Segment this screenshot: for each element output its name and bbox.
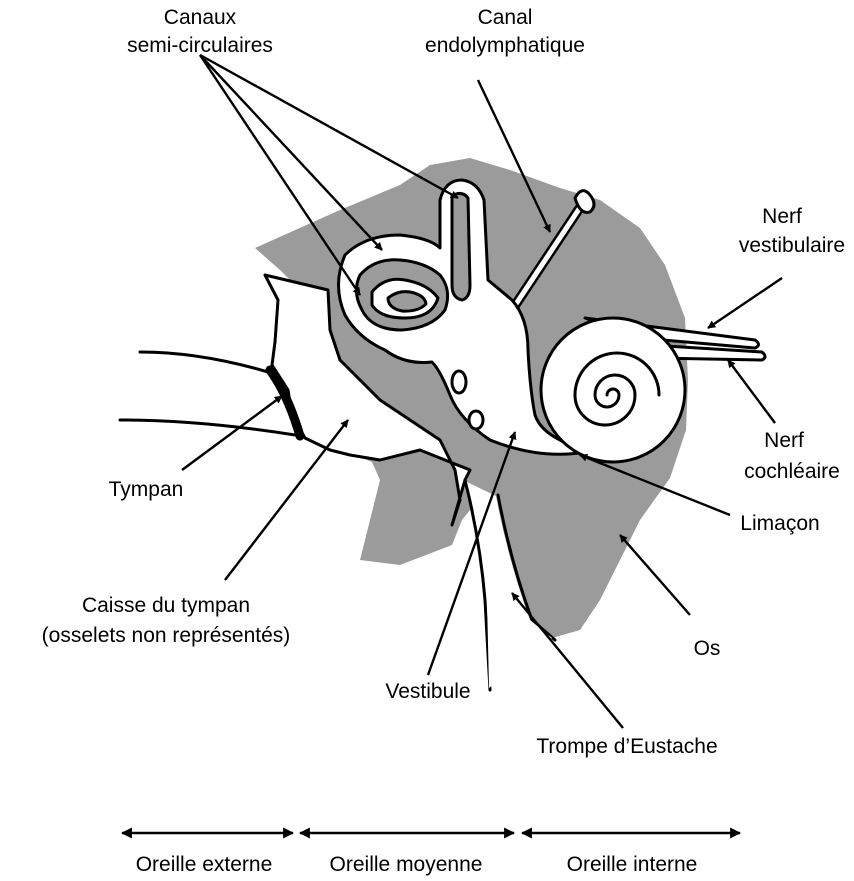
arrow-tympan	[182, 396, 282, 470]
arrow-caisse	[225, 420, 348, 580]
region-label-moyenne: Oreille moyenne	[330, 853, 483, 876]
ear-canal-lower	[120, 420, 295, 435]
oval-window	[452, 371, 466, 393]
superior-canal-inner	[452, 193, 470, 300]
label-vestibule: Vestibule	[385, 680, 470, 703]
label-canaux-line1: Canaux	[164, 6, 237, 29]
label-limacon: Limaçon	[740, 512, 819, 535]
arrow-canaux-a	[200, 55, 382, 250]
label-nerf-coch-line2: cochléaire	[744, 460, 840, 483]
label-canal-line1: Canal	[478, 6, 533, 29]
label-caisse-line1: Caisse du tympan	[82, 594, 250, 617]
label-canal-line2: endolymphatique	[425, 34, 585, 57]
arrow-os	[620, 535, 690, 615]
label-trompe: Trompe d’Eustache	[536, 735, 717, 758]
round-window	[469, 411, 483, 429]
label-canaux-line2: semi-circulaires	[127, 34, 273, 57]
region-label-interne: Oreille interne	[567, 853, 698, 876]
ear-canal-upper	[140, 352, 268, 372]
arrow-canaux-c	[200, 55, 458, 198]
semicircular-canal-loop-3	[388, 292, 426, 312]
arrow-nerf-vest	[708, 278, 782, 328]
label-nerf-vest-line1: Nerf	[762, 205, 802, 228]
label-nerf-vest-line2: vestibulaire	[739, 234, 845, 257]
region-label-externe: Oreille externe	[136, 853, 273, 876]
label-tympan: Tympan	[109, 478, 184, 501]
label-caisse-line2: (osselets non représentés)	[42, 624, 291, 647]
label-nerf-coch-line1: Nerf	[764, 429, 804, 452]
label-os: Os	[694, 637, 721, 660]
arrow-nerf-coch	[728, 360, 775, 423]
